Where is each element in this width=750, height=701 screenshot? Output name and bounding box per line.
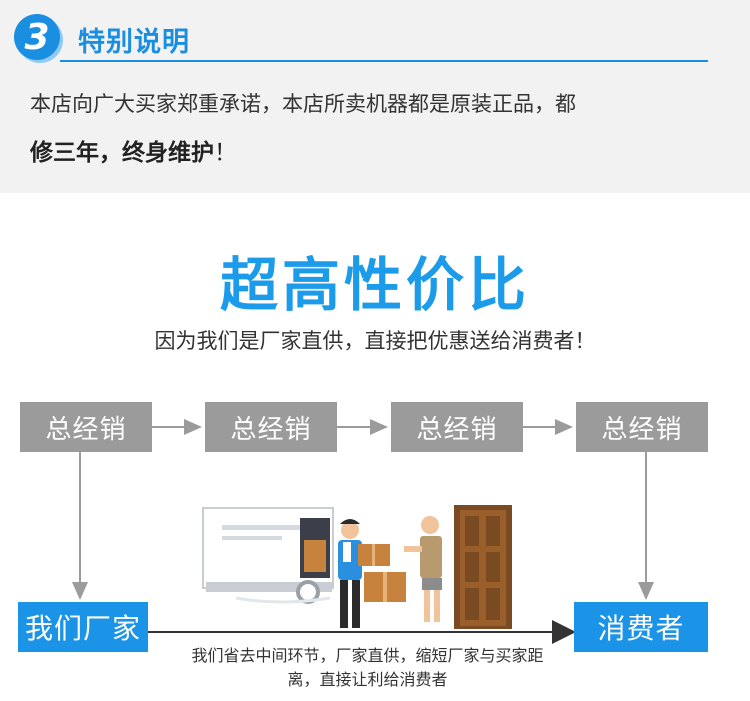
notice-exclamation: ！ — [214, 140, 237, 166]
notice-emphasis: 修三年，终身维护 — [30, 140, 214, 166]
title-underline — [60, 60, 708, 62]
notice-text-line1: 本店向广大买家郑重承诺，本店所卖机器都是原装正品，都 — [30, 92, 576, 116]
notice-section: 3 特别说明 本店向广大买家郑重承诺，本店所卖机器都是原装正品，都 修三年，终身… — [0, 0, 750, 193]
consumer-box: 消费者 — [574, 602, 708, 652]
distributor-box-3: 总经销 — [391, 402, 523, 452]
subheadline: 因为我们是厂家直供，直接把优惠送给消费者！ — [154, 329, 596, 353]
notice-text-line2: 修三年，终身维护！ — [30, 133, 237, 167]
flow-caption: 我们省去中间环节，厂家直供，缩短厂家与买家距 离，直接让利给消费者 — [160, 644, 575, 692]
direct-arrow-head — [552, 620, 576, 644]
distributor-box-4: 总经销 — [576, 402, 708, 452]
caption-line-1: 我们省去中间环节，厂家直供，缩短厂家与买家距 — [191, 646, 544, 665]
delivery-man-illustration — [338, 519, 406, 628]
door-illustration — [454, 505, 512, 629]
distributor-box-2: 总经销 — [205, 402, 337, 452]
headline: 超高性价比 — [219, 251, 530, 319]
customer-illustration — [404, 516, 442, 622]
notice-title: 特别说明 — [78, 27, 190, 58]
distributor-box-1: 总经销 — [20, 402, 152, 452]
caption-line-2: 离，直接让利给消费者 — [287, 670, 448, 689]
factory-box: 我们厂家 — [18, 602, 148, 652]
number-badge-icon: 3 — [14, 14, 60, 60]
delivery-truck-illustration — [202, 507, 334, 604]
